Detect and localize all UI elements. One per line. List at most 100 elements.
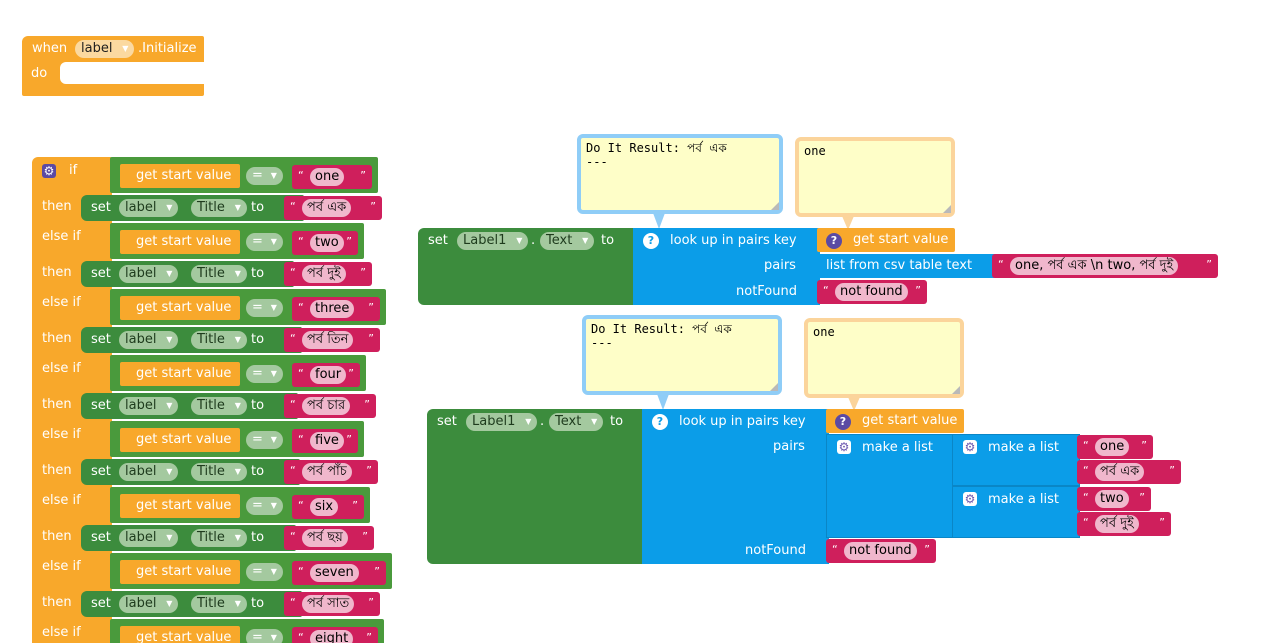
title-string[interactable]: “পর্ব পাঁচ” bbox=[284, 460, 378, 484]
compare-string[interactable]: “three” bbox=[292, 297, 380, 321]
set-label-title-block[interactable]: setlabelTitleto bbox=[81, 525, 296, 551]
list-item-string-1[interactable]: “ one ” bbox=[1077, 435, 1153, 459]
compare-string[interactable]: “eight” bbox=[292, 627, 378, 643]
string-value: seven bbox=[310, 564, 359, 582]
help-icon[interactable]: ? bbox=[652, 414, 668, 430]
get-start-value-block[interactable]: get start value bbox=[120, 626, 240, 643]
notfound-string[interactable]: “ not found ” bbox=[826, 539, 936, 563]
set-keyword: set bbox=[91, 332, 111, 347]
component-dropdown[interactable]: label bbox=[119, 397, 179, 415]
resize-handle-icon[interactable] bbox=[943, 205, 951, 213]
property-dropdown[interactable]: Title bbox=[191, 529, 247, 547]
get-start-value-block[interactable]: get start value bbox=[120, 164, 240, 188]
get-start-value-block[interactable]: get start value bbox=[120, 428, 240, 452]
make-a-list-inner-1[interactable]: ⚙ make a list bbox=[952, 434, 1080, 486]
set-label-title-block[interactable]: setlabelTitleto bbox=[81, 591, 302, 617]
key-value-text: one bbox=[813, 325, 835, 339]
property-dropdown[interactable]: Title bbox=[191, 265, 247, 283]
event-block-label-initialize[interactable]: when label .Initialize do bbox=[22, 36, 204, 96]
component-dropdown[interactable]: label bbox=[119, 331, 179, 349]
set-label-title-block[interactable]: setlabelTitleto bbox=[81, 459, 300, 485]
mutator-gear-icon[interactable]: ⚙ bbox=[963, 492, 977, 506]
key-value-text: one bbox=[804, 144, 826, 158]
get-start-value-block[interactable]: get start value bbox=[817, 228, 955, 252]
operator-dropdown[interactable]: = bbox=[246, 299, 283, 317]
title-string[interactable]: “পর্ব এক” bbox=[284, 196, 382, 220]
operator-dropdown[interactable]: = bbox=[246, 233, 283, 251]
component-dropdown[interactable]: Label1 bbox=[466, 413, 538, 431]
list-from-csv-table-block[interactable]: list from csv table text bbox=[817, 254, 995, 278]
help-icon[interactable]: ? bbox=[826, 233, 842, 249]
compare-string[interactable]: “four” bbox=[292, 363, 360, 387]
operator-dropdown[interactable]: = bbox=[246, 497, 283, 515]
operator-dropdown[interactable]: = bbox=[246, 365, 283, 383]
title-string[interactable]: “পর্ব দুই” bbox=[284, 262, 372, 286]
property-dropdown[interactable]: Title bbox=[191, 595, 247, 613]
compare-string[interactable]: “six” bbox=[292, 495, 364, 519]
component-dropdown[interactable]: label bbox=[119, 595, 179, 613]
property-dropdown[interactable]: Title bbox=[191, 463, 247, 481]
string-value: পর্ব দুই bbox=[1095, 515, 1139, 533]
title-string[interactable]: “পর্ব চার” bbox=[284, 394, 376, 418]
string-value: two bbox=[310, 234, 344, 252]
title-string[interactable]: “পর্ব ছয়” bbox=[284, 526, 374, 550]
notfound-string[interactable]: “ not found ” bbox=[817, 280, 927, 304]
resize-handle-icon[interactable] bbox=[771, 202, 779, 210]
operator-dropdown[interactable]: = bbox=[246, 431, 283, 449]
mutator-gear-icon[interactable]: ⚙ bbox=[837, 440, 851, 454]
then-keyword: then bbox=[42, 463, 72, 478]
title-string[interactable]: “পর্ব তিন” bbox=[284, 328, 380, 352]
component-dropdown[interactable]: label bbox=[75, 40, 135, 58]
compare-string[interactable]: “one” bbox=[292, 165, 372, 189]
get-start-value-block[interactable]: get start value bbox=[120, 230, 240, 254]
set-label-title-block[interactable]: setlabelTitleto bbox=[81, 327, 302, 353]
list-item-string-3[interactable]: “ two ” bbox=[1077, 487, 1151, 511]
component-dropdown[interactable]: Label1 bbox=[457, 232, 529, 250]
lookup-label: look up in pairs key bbox=[679, 414, 806, 429]
list-item-string-4[interactable]: “ পর্ব দুই ” bbox=[1077, 512, 1171, 536]
string-value: পর্ব এক bbox=[1095, 463, 1145, 481]
property-dropdown[interactable]: Text bbox=[540, 232, 595, 250]
get-start-value-block[interactable]: get start value bbox=[120, 494, 240, 518]
get-start-value-block[interactable]: get start value bbox=[120, 362, 240, 386]
property-dropdown[interactable]: Title bbox=[191, 331, 247, 349]
compare-string[interactable]: “seven” bbox=[292, 561, 386, 585]
property-dropdown[interactable]: Title bbox=[191, 397, 247, 415]
lookup-in-pairs-block-2[interactable]: ? look up in pairs key pairs notFound bbox=[642, 409, 829, 564]
resize-handle-icon[interactable] bbox=[952, 386, 960, 394]
mutator-gear-icon[interactable]: ⚙ bbox=[963, 440, 977, 454]
get-start-value-block[interactable]: get start value bbox=[120, 296, 240, 320]
title-string[interactable]: “পর্ব সাত” bbox=[284, 592, 380, 616]
pairs-label: pairs bbox=[773, 439, 805, 454]
make-a-list-outer[interactable]: ⚙ make a list bbox=[826, 434, 956, 538]
property-dropdown[interactable]: Text bbox=[549, 413, 604, 431]
lookup-label: look up in pairs key bbox=[670, 233, 797, 248]
set-label-title-block[interactable]: setlabelTitleto bbox=[81, 393, 298, 419]
help-icon[interactable]: ? bbox=[835, 414, 851, 430]
compare-string[interactable]: “five” bbox=[292, 429, 358, 453]
operator-dropdown[interactable]: = bbox=[246, 563, 283, 581]
lookup-in-pairs-block-1[interactable]: ? look up in pairs key pairs notFound bbox=[633, 228, 820, 305]
component-dropdown[interactable]: label bbox=[119, 265, 179, 283]
help-icon[interactable]: ? bbox=[643, 233, 659, 249]
csv-text-string[interactable]: “ one, পর্ব এক \n two, পর্ব দুই ” bbox=[992, 254, 1218, 278]
compare-string[interactable]: “two” bbox=[292, 231, 358, 255]
get-start-value-block[interactable]: get start value bbox=[120, 560, 240, 584]
set-label-title-block[interactable]: setlabelTitleto bbox=[81, 261, 294, 287]
set-label1-text-block-2[interactable]: set Label1 . Text to bbox=[427, 409, 645, 564]
operator-dropdown[interactable]: = bbox=[246, 167, 283, 185]
component-dropdown[interactable]: label bbox=[119, 529, 179, 547]
list-item-string-2[interactable]: “ পর্ব এক ” bbox=[1077, 460, 1181, 484]
set-label1-text-block-1[interactable]: set Label1 . Text to bbox=[418, 228, 636, 305]
operator-dropdown[interactable]: = bbox=[246, 629, 283, 643]
resize-handle-icon[interactable] bbox=[770, 383, 778, 391]
component-dropdown[interactable]: label bbox=[119, 199, 179, 217]
pairs-label: pairs bbox=[764, 258, 796, 273]
property-dropdown[interactable]: Title bbox=[191, 199, 247, 217]
set-keyword: set bbox=[91, 530, 111, 545]
make-a-list-inner-2[interactable]: ⚙ make a list bbox=[952, 486, 1080, 538]
set-label-title-block[interactable]: setlabelTitleto bbox=[81, 195, 304, 221]
mutator-gear-icon[interactable]: ⚙ bbox=[42, 164, 56, 178]
component-dropdown[interactable]: label bbox=[119, 463, 179, 481]
